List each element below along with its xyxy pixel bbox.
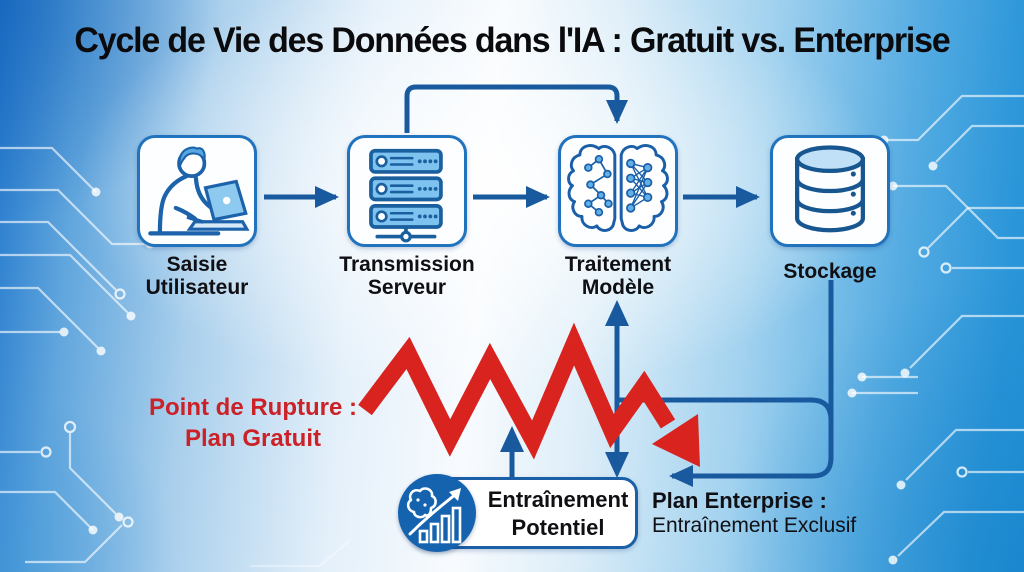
double-arrow-up-head [605, 300, 629, 326]
enterprise-label: Plan Enterprise : Entraînement Exclusif [652, 488, 857, 537]
double-arrow-down-head [605, 452, 629, 478]
flow-node-stockage [770, 135, 890, 247]
flow-node-saisie [137, 135, 257, 247]
page-title: Cycle de Vie des Données dans l'IA : Gra… [74, 21, 950, 60]
node-label-stockage: Stockage [783, 260, 877, 283]
red-zigzag-decline-arrow [358, 322, 700, 467]
bypass-arrow-serveur-to-modele [404, 84, 628, 133]
training-badge [398, 474, 476, 552]
brain-network-icon [567, 144, 669, 232]
node-label-saisie: Saisie Utilisateur [145, 253, 249, 299]
brain-growth-icon [406, 487, 462, 544]
flow-node-transmission [347, 135, 467, 247]
storage-to-enterprise-arrow [669, 280, 834, 487]
user-laptop-icon [148, 146, 250, 236]
database-icon [795, 145, 865, 233]
rupture-label: Point de Rupture : Plan Gratuit [149, 394, 357, 452]
node-label-traitement: Traitement Modèle [564, 253, 672, 299]
potential-up-arrow-head [500, 426, 524, 452]
node-label-transmission: Transmission Serveur [339, 253, 475, 299]
server-rack-icon [369, 148, 443, 243]
flow-node-traitement [558, 135, 678, 247]
training-potential-label: Entraînement Potentiel [487, 487, 629, 540]
